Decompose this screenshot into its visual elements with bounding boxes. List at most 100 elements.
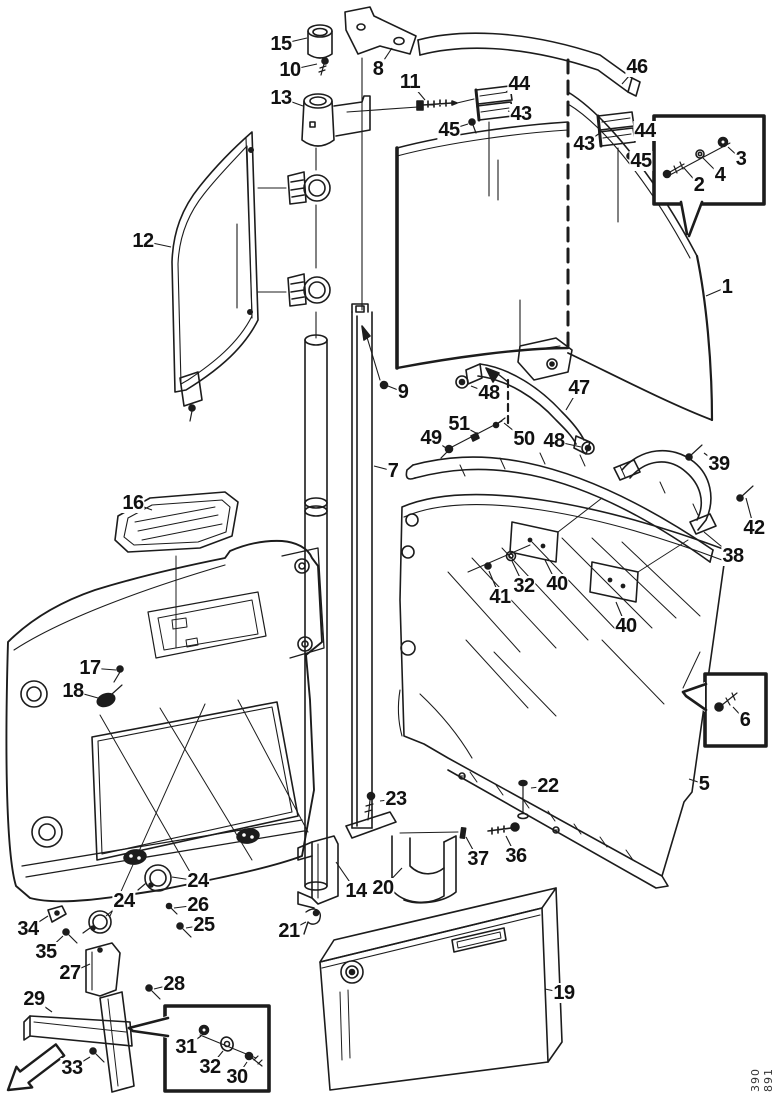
callout-51: 51: [447, 413, 471, 435]
callout-49: 49: [419, 427, 443, 449]
callout-24: 24: [186, 870, 210, 892]
screw-23: [345, 791, 397, 839]
callout-38: 38: [721, 545, 745, 567]
hook-screw-21: [303, 908, 321, 935]
screw-33: [89, 1047, 105, 1063]
callout-14: 14: [344, 880, 368, 902]
screw-45-left: [468, 118, 477, 134]
end-caps-48: [455, 375, 595, 455]
callout-34: 34: [16, 918, 40, 940]
callout-9: 9: [396, 381, 410, 403]
callout-43: 43: [572, 133, 596, 155]
bracket-14: [297, 835, 339, 909]
bracket-27: [85, 942, 121, 997]
roof-strip-46: [417, 32, 641, 97]
clip-34: [47, 905, 67, 923]
callout-15: 15: [269, 33, 293, 55]
callout-24: 24: [112, 890, 136, 912]
drawing-number: 390 891: [749, 1068, 775, 1092]
callout-48: 48: [477, 382, 501, 404]
bolt-11: [416, 98, 475, 111]
callout-45: 45: [629, 150, 653, 172]
callout-18: 18: [61, 680, 85, 702]
side-window-panel-12: [171, 131, 259, 422]
screw-10: [318, 57, 329, 76]
toolbox-19: [319, 887, 563, 1091]
clip-18: [96, 684, 123, 708]
callout-32: 32: [198, 1056, 222, 1078]
callout-42: 42: [742, 517, 766, 539]
callout-44: 44: [507, 73, 531, 95]
callout-43: 43: [509, 103, 533, 125]
callout-8: 8: [371, 58, 385, 80]
callout-1: 1: [720, 276, 734, 298]
callout-47: 47: [567, 377, 591, 399]
callout-13: 13: [269, 87, 293, 109]
screw-28: [145, 984, 161, 1000]
screw-25: [176, 922, 192, 938]
pipe-clamps: [257, 147, 331, 339]
side-panel-5: [397, 493, 727, 889]
grommets-24: [82, 864, 172, 934]
callout-19: 19: [552, 982, 576, 1004]
plates-40: [509, 497, 689, 603]
mount-bracket-8: [344, 6, 417, 311]
callout-23: 23: [384, 788, 408, 810]
callout-11: 11: [398, 71, 422, 93]
grab-handle-38: [613, 449, 717, 535]
callout-33: 33: [60, 1057, 84, 1079]
callout-17: 17: [78, 657, 102, 679]
strip-29: [23, 1015, 133, 1047]
callout-21: 21: [277, 920, 301, 942]
callout-12: 12: [131, 230, 155, 252]
support-strap: [99, 991, 135, 1093]
callout-4: 4: [713, 164, 727, 186]
callout-31: 31: [174, 1036, 198, 1058]
bolt-36: [399, 822, 520, 835]
callout-46: 46: [625, 56, 649, 78]
callout-35: 35: [34, 941, 58, 963]
pedal-16: [114, 491, 239, 553]
callout-44: 44: [633, 120, 657, 142]
callout-7: 7: [386, 460, 400, 482]
callout-2: 2: [692, 174, 706, 196]
callout-30: 30: [225, 1066, 249, 1088]
hidden-edge-dashed-lines: [485, 58, 570, 426]
callout-48: 48: [542, 430, 566, 452]
callout-40: 40: [545, 573, 569, 595]
callout-45: 45: [437, 119, 461, 141]
callout-40: 40: [614, 615, 638, 637]
cap-15: [307, 24, 333, 59]
screw-26: [165, 902, 178, 915]
screw-41-washer-32: [467, 544, 531, 573]
callout-22: 22: [536, 775, 560, 797]
callout-28: 28: [162, 973, 186, 995]
callout-25: 25: [192, 914, 216, 936]
fasteners-49-50-51: [440, 417, 506, 459]
floor-pan-assembly: [5, 539, 325, 917]
front-window-panel: [395, 121, 570, 370]
inset-box-hardware-2-3-4: [652, 114, 766, 238]
callout-3: 3: [734, 148, 748, 170]
screw-35: [62, 928, 78, 944]
pin-37: [459, 826, 467, 840]
bracket-20: [391, 835, 457, 904]
channel-post-7: [351, 303, 373, 829]
screw-22: [517, 779, 529, 820]
screw-17: [113, 665, 124, 683]
callout-10: 10: [278, 59, 302, 81]
direction-arrow: [6, 1043, 66, 1092]
support-tube: [304, 334, 328, 891]
callout-16: 16: [121, 492, 145, 514]
callout-27: 27: [58, 962, 82, 984]
callout-20: 20: [371, 877, 395, 899]
callout-50: 50: [512, 428, 536, 450]
clamp-13: [301, 93, 419, 147]
callout-39: 39: [707, 453, 731, 475]
callout-5: 5: [697, 773, 711, 795]
screw-42: [736, 485, 754, 502]
callout-36: 36: [504, 845, 528, 867]
callout-leader-lines: [27, 37, 755, 1078]
callout-29: 29: [22, 988, 46, 1010]
